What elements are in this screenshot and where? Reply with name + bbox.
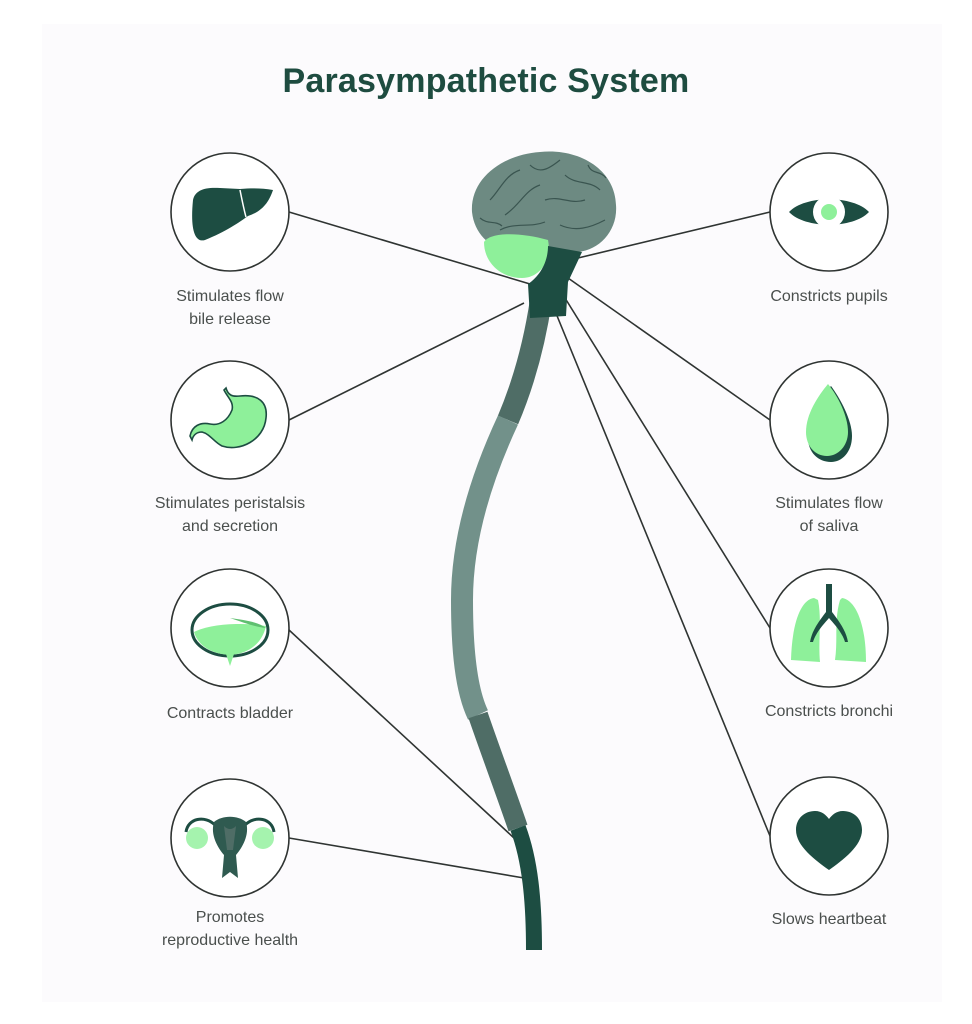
connector-stomach (288, 302, 525, 421)
connector-liver (288, 211, 531, 285)
label-reproductive: Promotes reproductive health (110, 906, 350, 952)
label-heart: Slows heartbeat (709, 908, 949, 931)
label-line: of saliva (799, 518, 859, 535)
label-line: Constricts pupils (770, 288, 888, 305)
spinal-cord-sacral (510, 825, 542, 951)
label-line: Slows heartbeat (771, 911, 887, 928)
eye-icon (789, 196, 869, 228)
label-liver: Stimulates flow bile release (110, 285, 350, 331)
connector-heart (552, 305, 771, 837)
label-line: Promotes (195, 909, 265, 926)
saliva-drop-icon (806, 384, 852, 462)
label-saliva: Stimulates flow of saliva (709, 492, 949, 538)
spinal-cord-thoracic (450, 415, 518, 720)
label-line: Contracts bladder (166, 705, 294, 722)
label-line: Stimulates flow (176, 288, 284, 305)
label-bladder: Contracts bladder (110, 702, 350, 725)
label-line: Stimulates peristalsis (154, 495, 306, 512)
spinal-cord-cervical (497, 298, 552, 425)
connector-lungs (559, 289, 771, 629)
connector-eye (577, 211, 771, 259)
brain-icon (471, 151, 617, 318)
heart-icon (796, 811, 862, 870)
label-eye: Constricts pupils (709, 285, 949, 308)
label-stomach: Stimulates peristalsis and secretion (110, 492, 350, 538)
reproductive-organs-icon (184, 816, 276, 878)
spinal-cord (450, 298, 552, 951)
label-line: and secretion (181, 518, 279, 535)
label-line: Stimulates flow (775, 495, 883, 512)
bladder-icon (190, 602, 270, 666)
connector-bladder (288, 629, 515, 839)
spinal-cord-lumbar (468, 711, 528, 832)
label-line: reproductive health (161, 932, 299, 949)
label-line: bile release (189, 311, 271, 328)
stomach-icon (189, 386, 267, 449)
connector-reproductive (288, 837, 525, 879)
connector-saliva (567, 277, 771, 421)
label-line: Constricts bronchi (764, 703, 894, 720)
lungs-icon (791, 584, 866, 662)
liver-icon (192, 187, 273, 241)
diagram-title: Parasympathetic System (282, 62, 690, 100)
label-lungs: Constricts bronchi (709, 700, 949, 723)
connector-lines (288, 211, 771, 879)
